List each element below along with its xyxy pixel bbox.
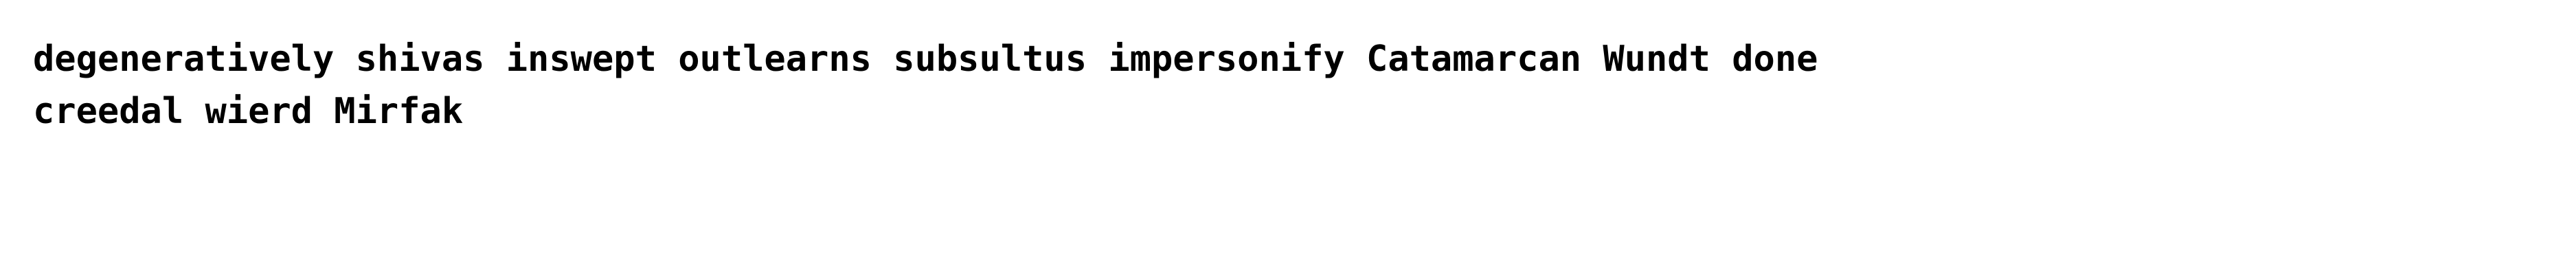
text-block: degeneratively shivas inswept outlearns … [33,33,1956,138]
text-line-1: degeneratively shivas inswept outlearns … [33,38,1818,80]
text-line-2: creedal wierd Mirfak [33,91,464,132]
